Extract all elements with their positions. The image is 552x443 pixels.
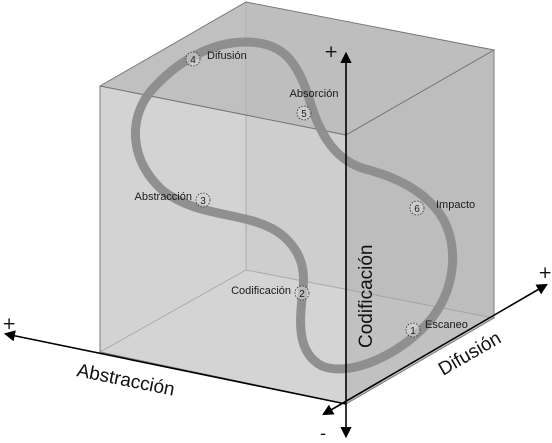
stage-6-impacto: 6 Impacto <box>409 199 475 216</box>
origin-minus-sign: - <box>320 424 326 443</box>
abstraccion-axis <box>3 330 347 405</box>
codificacion-plus-sign: + <box>324 42 338 62</box>
stage-6-number: 6 <box>414 204 420 215</box>
stage-5-number: 5 <box>301 109 307 120</box>
stage-1-label: Escaneo <box>425 319 468 331</box>
stage-2-number: 2 <box>299 289 305 300</box>
stage-1-number: 1 <box>410 326 416 337</box>
stage-4-label: Difusión <box>207 50 247 62</box>
stage-2-label: Codificación <box>231 285 291 297</box>
stage-6-label: Impacto <box>436 199 475 211</box>
difusion-plus-sign: + <box>538 263 552 283</box>
abstraccion-plus-sign: + <box>2 314 16 334</box>
stage-5-label: Absorción <box>290 88 339 100</box>
stage-3-abstraccion: 3 Abstracción <box>135 191 211 208</box>
stage-5-absorcion: 5 Absorción <box>290 88 339 121</box>
stage-4-number: 4 <box>190 55 196 66</box>
stage-3-label: Abstracción <box>135 191 192 203</box>
stage-4-difusion: 4 Difusión <box>185 50 247 67</box>
stage-2-codificacion: 2 Codificación <box>231 285 310 301</box>
stage-1-escaneo: 1 Escaneo <box>405 319 468 338</box>
codificacion-axis-label: Codificación <box>356 245 377 349</box>
difusion-axis <box>322 283 548 416</box>
stage-3-number: 3 <box>200 196 206 207</box>
